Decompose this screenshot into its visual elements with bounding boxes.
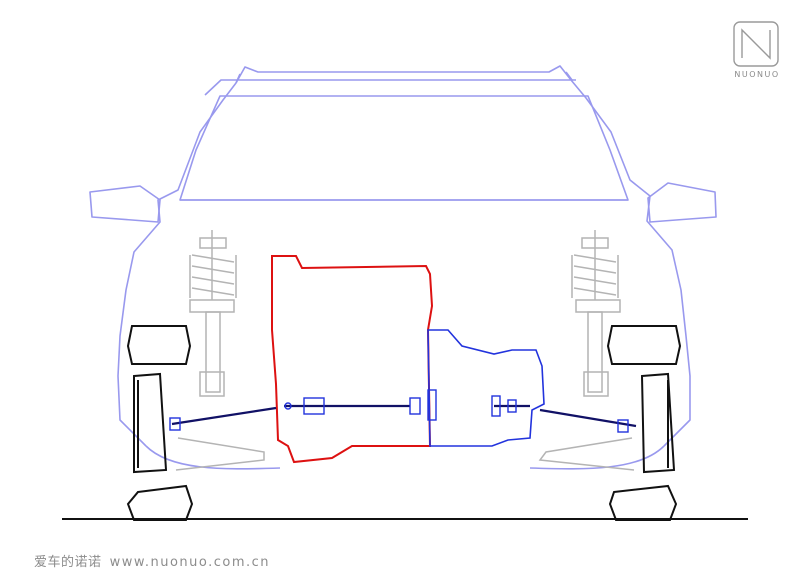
drive-shafts <box>171 404 637 428</box>
watermark: 爱车的诺诺 www.nuonuo.com.cn <box>34 551 270 570</box>
left-strut <box>175 230 265 471</box>
engine-block <box>271 255 434 464</box>
nuonuo-logo-icon <box>733 21 779 67</box>
left-wheel <box>126 325 194 521</box>
right-strut <box>538 230 635 471</box>
watermark-url: www.nuonuo.com.cn <box>109 555 271 570</box>
transmission-case <box>427 329 545 447</box>
brand-logo: NUONUO <box>722 14 792 84</box>
cv-joints <box>169 389 629 433</box>
car-body-outline <box>89 65 717 470</box>
right-wheel <box>606 325 682 521</box>
logo-text: NUONUO <box>734 70 780 79</box>
watermark-cn: 爱车的诺诺 <box>34 554 102 569</box>
